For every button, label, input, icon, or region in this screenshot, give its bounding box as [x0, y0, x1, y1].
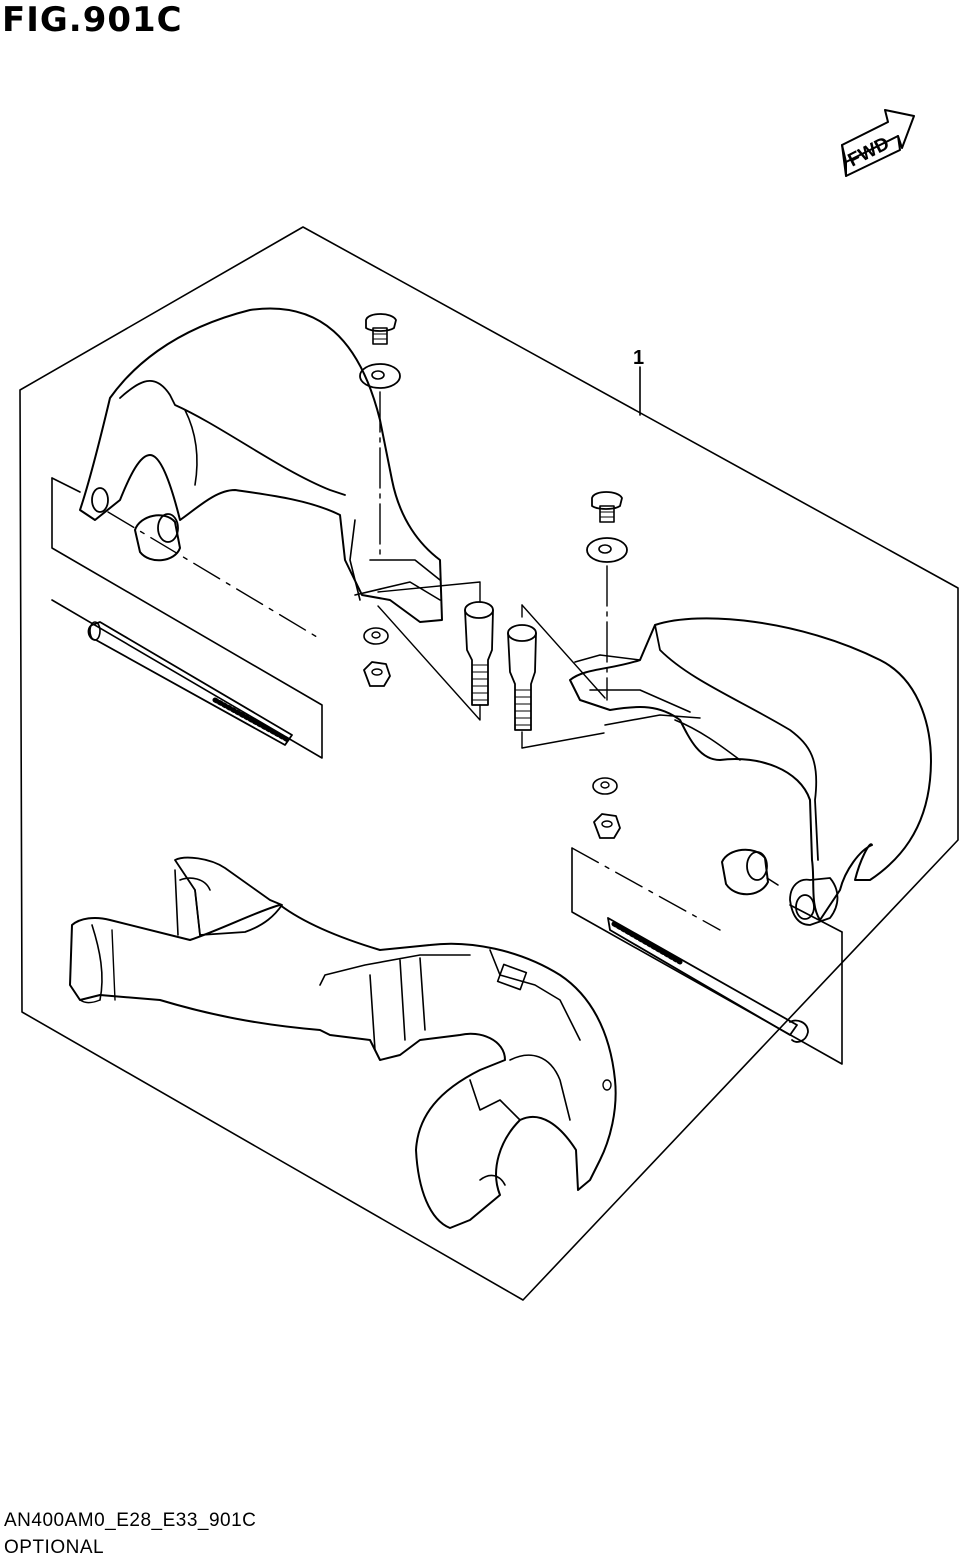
right-upper-washer: [586, 537, 628, 563]
right-screw: [591, 491, 623, 523]
left-bar-end-weight: [134, 513, 181, 562]
right-hand-guard: [569, 617, 932, 926]
right-collar: [507, 624, 537, 731]
left-lower-washer: [363, 627, 389, 645]
right-panel-outline: [571, 847, 843, 1065]
left-collar: [464, 601, 494, 706]
part-code: AN400AM0_E28_E33_901C: [4, 1510, 257, 1531]
handle-cover: [69, 856, 617, 1229]
kit-boundary: [19, 226, 959, 1301]
left-hand-guard: [79, 307, 443, 623]
right-bar-end-weight: [721, 848, 779, 896]
left-upper-washer: [359, 363, 401, 389]
figure-title: FIG.901C: [2, 0, 183, 40]
right-long-bolt: [607, 917, 809, 1043]
left-long-bolt: [87, 621, 293, 746]
callout-1: 1: [633, 347, 644, 369]
right-nut: [593, 813, 621, 839]
left-screw: [365, 313, 397, 345]
left-nut: [363, 661, 391, 687]
forward-arrow-icon: [841, 109, 915, 177]
right-lower-washer: [592, 777, 618, 795]
figure-caption: OPTIONAL: [4, 1537, 105, 1558]
left-panel-outline: [51, 477, 323, 759]
